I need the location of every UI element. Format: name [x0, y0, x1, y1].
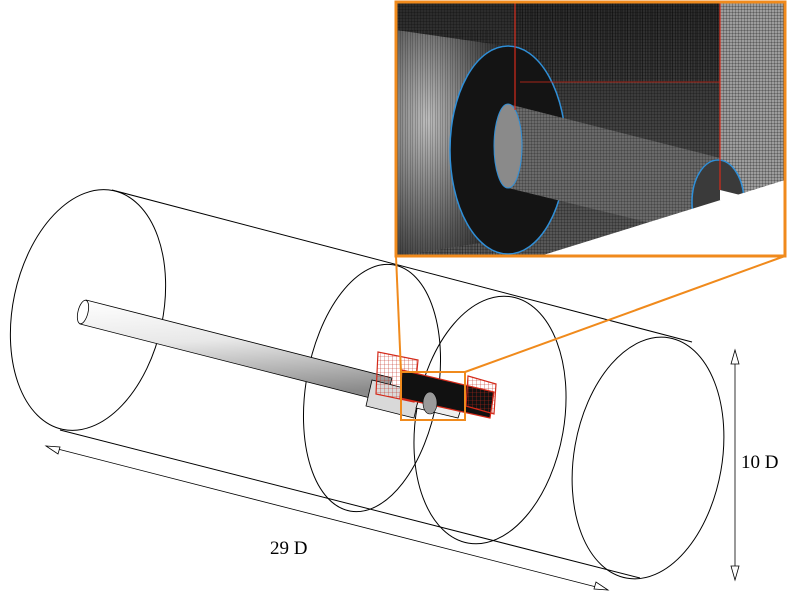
callout-leader-left	[395, 255, 402, 373]
callout	[395, 255, 786, 421]
callout-leader-right	[464, 255, 786, 373]
zoom-inset	[396, 2, 785, 256]
mesh-planes	[375, 351, 497, 419]
top-generatrix	[111, 189, 693, 343]
zoom-inset-frame	[394, 0, 787, 258]
outlet-ellipse	[571, 336, 725, 580]
length-label: 29 D	[270, 538, 307, 559]
diameter-dimension	[730, 348, 740, 582]
domain-cylinder	[9, 189, 725, 580]
callout-box	[400, 371, 466, 421]
length-dimension	[44, 445, 610, 591]
bottom-generatrix	[59, 429, 641, 579]
diameter-label: 10 D	[741, 452, 778, 473]
